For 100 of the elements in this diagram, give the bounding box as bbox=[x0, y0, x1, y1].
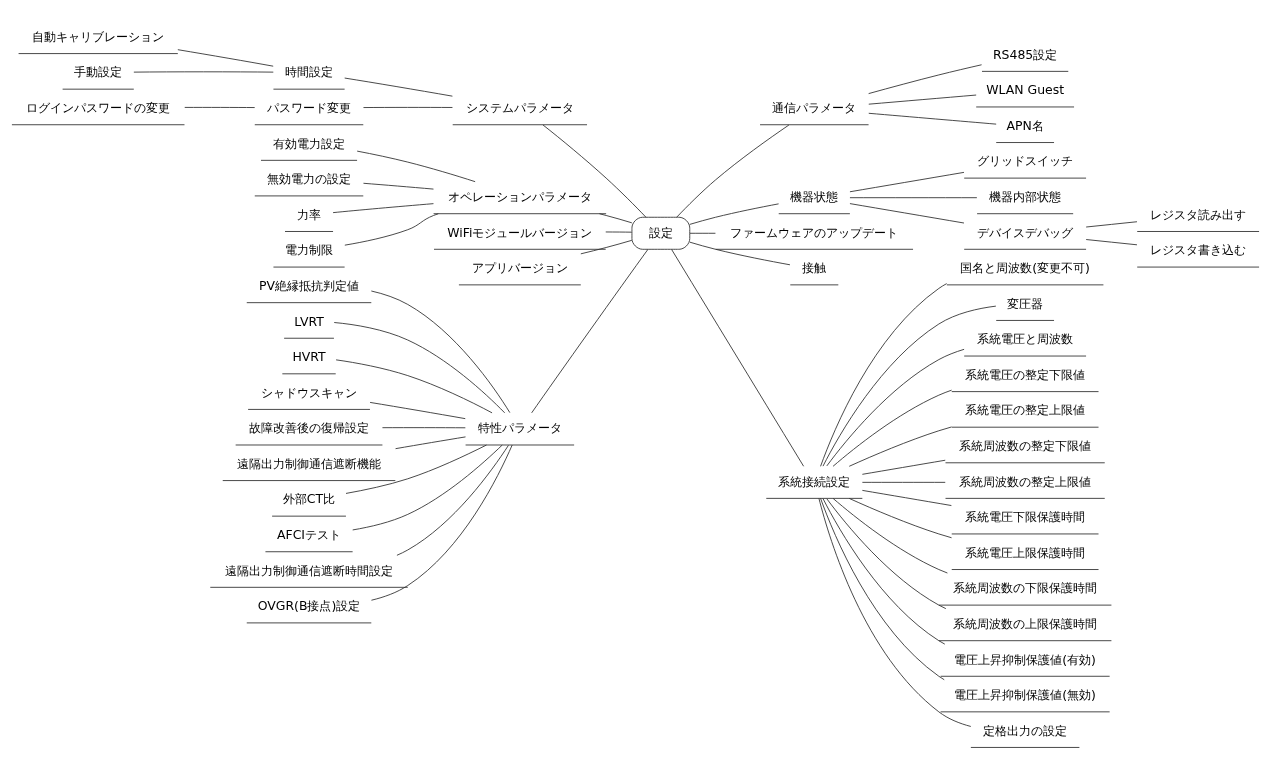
connector bbox=[826, 498, 947, 610]
connector bbox=[335, 359, 493, 414]
node-text: 力率 bbox=[297, 206, 322, 222]
connector bbox=[676, 124, 790, 218]
node-text: 系統電圧下限保護時間 bbox=[965, 509, 1086, 525]
connector bbox=[689, 203, 780, 225]
node-text: オペレーションパラメータ bbox=[447, 188, 592, 204]
node-text: 故障改善後の復帰設定 bbox=[249, 420, 370, 436]
connector bbox=[849, 197, 978, 199]
node-text: シャドウスキャン bbox=[261, 384, 358, 400]
node-text: レジスタ読み出す bbox=[1150, 206, 1247, 222]
connector bbox=[849, 171, 965, 193]
node-text: PV絶縁抵抗判定値 bbox=[259, 277, 360, 293]
connector bbox=[868, 64, 983, 95]
node-text: グリッドスイッチ bbox=[977, 153, 1074, 169]
connector bbox=[370, 290, 511, 414]
connector bbox=[849, 203, 965, 224]
connector bbox=[820, 283, 948, 467]
connector bbox=[177, 49, 274, 67]
node-text: 自動キャリブレーション bbox=[32, 28, 165, 44]
connector bbox=[822, 498, 946, 645]
node-text: パスワード変更 bbox=[267, 100, 352, 116]
node-text: 外部CT比 bbox=[282, 491, 336, 507]
connector bbox=[531, 248, 649, 414]
connector bbox=[818, 498, 972, 727]
connector bbox=[848, 497, 952, 539]
connector bbox=[363, 106, 453, 108]
connector bbox=[1085, 239, 1138, 246]
connector bbox=[689, 241, 791, 266]
node-text: AFCIテスト bbox=[277, 527, 342, 543]
connector bbox=[333, 322, 506, 414]
node-text: 系統接続設定 bbox=[778, 473, 851, 489]
node-text: HVRT bbox=[292, 349, 326, 365]
connector bbox=[363, 182, 434, 190]
node-text: 遠隔出力制御通信遮断機能 bbox=[237, 455, 382, 471]
node-box: 設定 bbox=[631, 216, 691, 250]
connector bbox=[395, 436, 466, 450]
node-text: 定格出力の設定 bbox=[983, 722, 1068, 738]
node-text: アプリバージョン bbox=[471, 260, 568, 276]
node-text: デバイスデバッグ bbox=[977, 224, 1074, 240]
node-text: システムパラメータ bbox=[465, 100, 574, 116]
node-text: 特性パラメータ bbox=[477, 420, 562, 436]
connector bbox=[356, 150, 476, 183]
node-text: 系統電圧の整定上限値 bbox=[965, 402, 1086, 418]
connector bbox=[826, 348, 965, 467]
node-text: 国名と周波数(変更不可) bbox=[960, 260, 1090, 276]
node-text: 電圧上昇抑制保護値(有効) bbox=[954, 651, 1096, 667]
connector bbox=[344, 213, 439, 246]
node-text: 変圧器 bbox=[1007, 295, 1044, 311]
connector bbox=[820, 497, 945, 681]
connector bbox=[861, 481, 946, 483]
connector bbox=[133, 71, 274, 73]
connector bbox=[689, 232, 716, 234]
node-text: 系統周波数の整定上限値 bbox=[959, 473, 1092, 489]
node-text: 系統周波数の整定下限値 bbox=[959, 438, 1092, 454]
node-text: 系統電圧の整定下限値 bbox=[965, 366, 1086, 382]
connector bbox=[344, 77, 453, 97]
node-text: APN名 bbox=[1006, 117, 1044, 133]
connector bbox=[671, 249, 805, 467]
connector bbox=[369, 401, 466, 420]
node-text: LVRT bbox=[294, 313, 324, 329]
node-text: 通信パラメータ bbox=[772, 100, 857, 116]
node-text: 系統周波数の上限保護時間 bbox=[953, 615, 1098, 631]
node-text: WiFiモジュールバージョン bbox=[447, 224, 593, 240]
node-text: 機器内部状態 bbox=[989, 188, 1062, 204]
connector bbox=[184, 106, 256, 108]
node-text: OVGR(B接点)設定 bbox=[257, 598, 361, 614]
connector bbox=[861, 459, 946, 475]
connector bbox=[832, 497, 948, 574]
node-text: 系統電圧上限保護時間 bbox=[965, 544, 1086, 560]
connector bbox=[396, 444, 509, 556]
connector bbox=[848, 426, 952, 467]
node-text: レジスタ書き込む bbox=[1150, 242, 1247, 258]
node-text: 時間設定 bbox=[285, 64, 334, 80]
node-text: 系統電圧と周波数 bbox=[977, 331, 1074, 347]
connector bbox=[605, 231, 633, 233]
connector bbox=[599, 213, 633, 224]
node-text: 有効電力設定 bbox=[273, 135, 346, 151]
node-text: 系統周波数の下限保護時間 bbox=[953, 580, 1098, 596]
node-text: 電力制限 bbox=[285, 242, 334, 258]
connector bbox=[861, 489, 952, 506]
node-text: 機器状態 bbox=[790, 188, 839, 204]
connector bbox=[332, 203, 434, 214]
connector bbox=[1085, 221, 1138, 228]
node-text: 無効電力の設定 bbox=[267, 171, 352, 187]
node-text: 手動設定 bbox=[74, 64, 123, 80]
connector bbox=[371, 444, 513, 601]
connector bbox=[822, 305, 997, 467]
node-text: RS485設定 bbox=[992, 46, 1058, 62]
connector bbox=[868, 94, 977, 105]
connector bbox=[832, 389, 953, 467]
connector bbox=[352, 444, 503, 531]
connector bbox=[542, 124, 647, 218]
node-text: 接触 bbox=[802, 260, 827, 276]
connector bbox=[382, 427, 466, 429]
node-text: ログインパスワードの変更 bbox=[26, 100, 171, 116]
connector bbox=[580, 239, 633, 255]
connector bbox=[345, 444, 487, 494]
node-text: WLAN Guest bbox=[986, 82, 1065, 98]
node-text: 電圧上昇抑制保護値(無効) bbox=[954, 687, 1096, 703]
